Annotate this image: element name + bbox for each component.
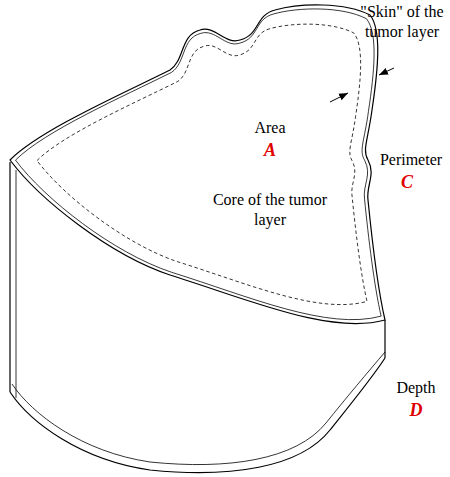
outer-outline [10,5,385,324]
core-label: Core of the tumor layer [200,190,340,230]
symbol-letter: A [255,140,285,160]
skin-arrow [330,93,348,102]
core-outline [37,24,367,304]
skin-arrow [379,68,394,75]
callout-text: "Skin" of the tumor layer [357,2,447,42]
skin-outline [16,9,382,320]
bottom-edge [10,358,385,473]
symbol-letter: C [392,172,422,192]
symbol-letter: D [401,400,431,420]
perimeter-label: Perimeter [375,150,447,170]
area-label: Area [240,118,300,138]
left-wall-skin [16,170,17,398]
left-wall [9,162,10,392]
depth-label: Depth [388,378,444,398]
bottom-edge-skin [12,352,385,465]
